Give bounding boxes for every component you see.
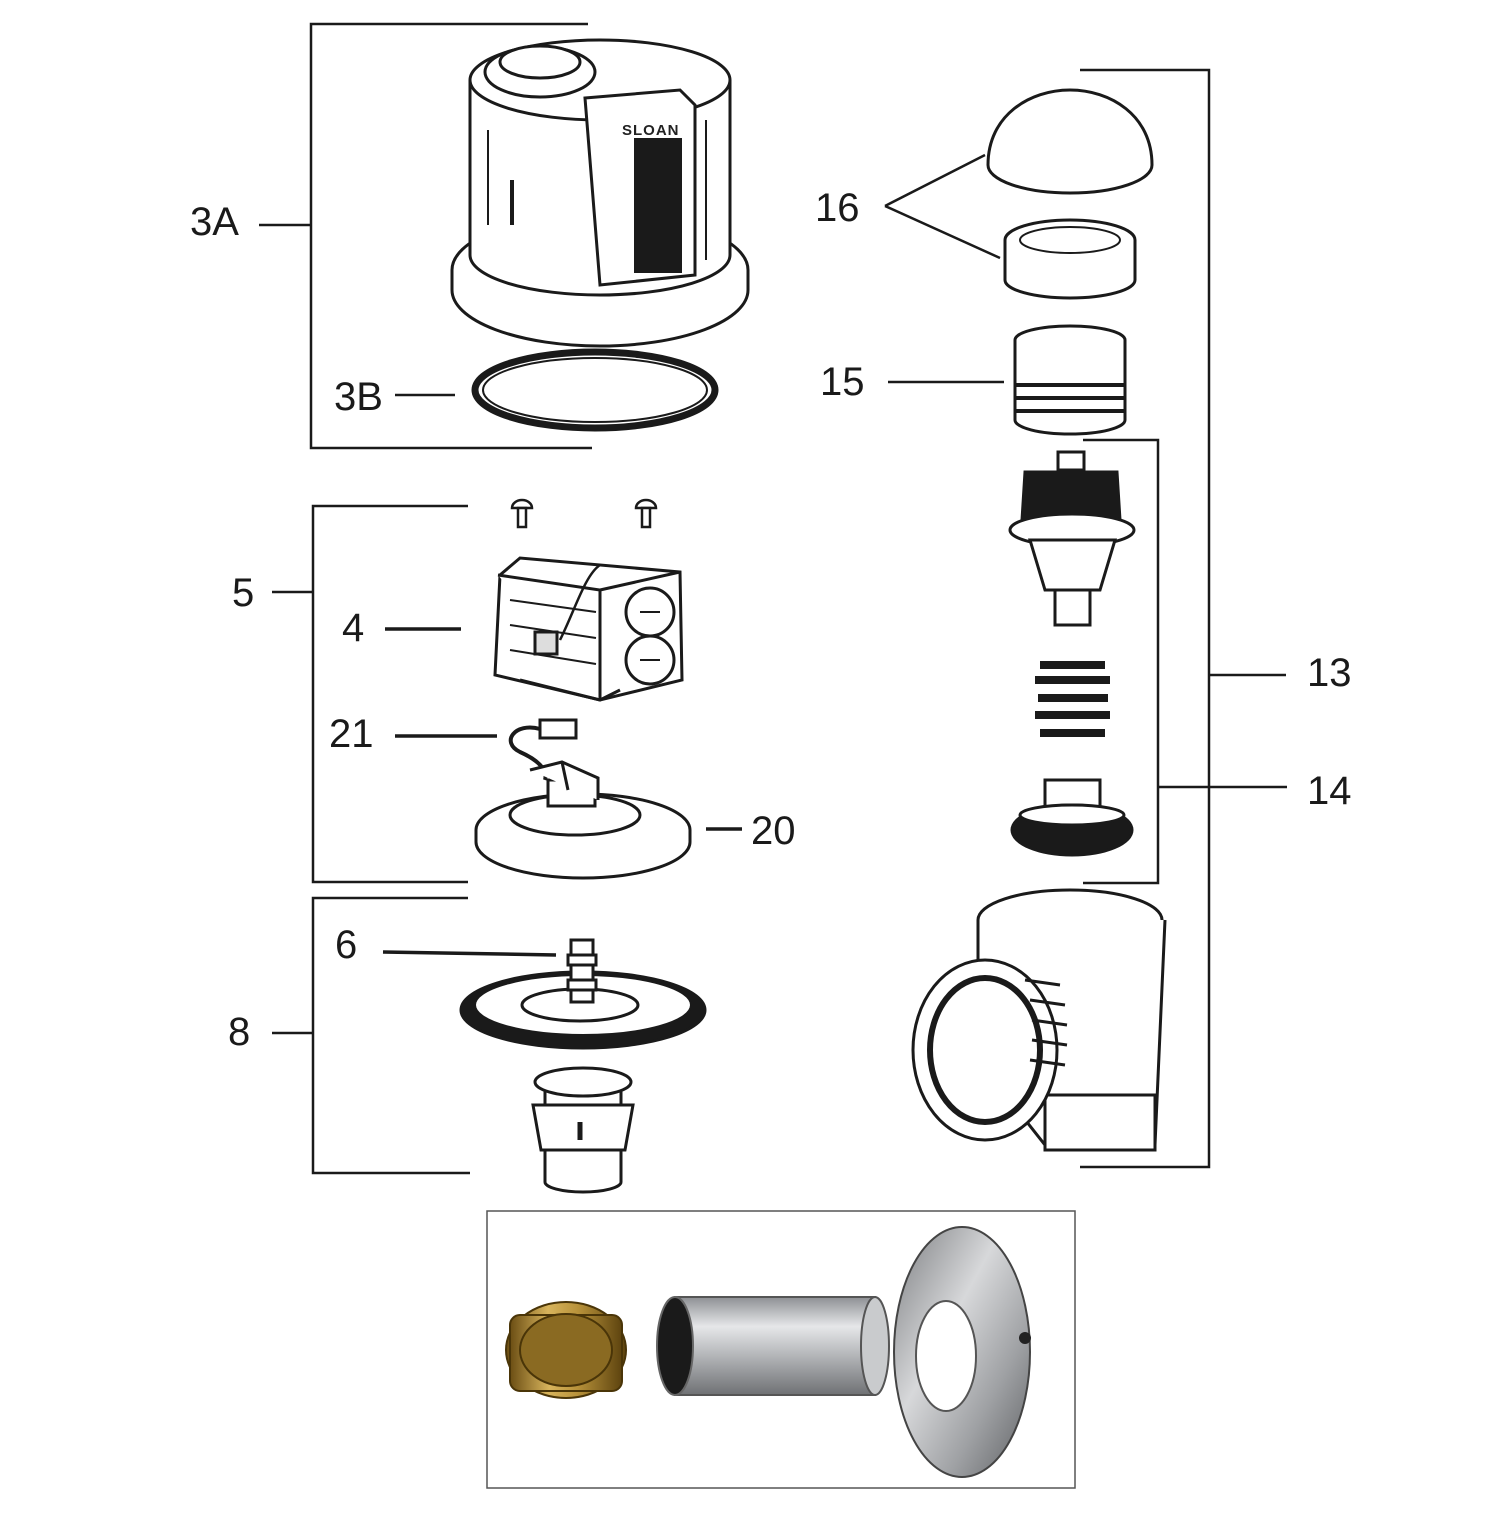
- part-16-cap: [986, 88, 1154, 300]
- part-20-plate: [474, 760, 692, 880]
- part-3a-cover: [450, 38, 750, 348]
- bracket-14: [1083, 438, 1160, 885]
- supply-kit-inset: [486, 1210, 1076, 1489]
- brand-label: SLOAN: [622, 122, 680, 139]
- thick-leaders: [382, 627, 742, 957]
- leader-16b: [884, 204, 1001, 260]
- bracket-8: [311, 896, 470, 1175]
- part-4-module: [493, 556, 684, 702]
- part-15-bonnet: [1013, 324, 1127, 436]
- callout-21: 21: [329, 712, 374, 756]
- part-3b-ring: [471, 348, 719, 432]
- part-screws: [510, 498, 658, 529]
- callout-3b: 3B: [334, 375, 383, 419]
- callout-15: 15: [820, 360, 865, 404]
- part-14-cartridge: [1008, 450, 1136, 857]
- callout-16: 16: [815, 186, 860, 230]
- part-13-valve-body: [911, 888, 1167, 1152]
- wall-flange: [893, 1226, 1031, 1478]
- bracket-5: [311, 504, 468, 884]
- leader-6: [382, 950, 557, 957]
- leader-16a: [884, 153, 986, 208]
- bracket-lines: [259, 22, 1287, 1175]
- chrome-tube: [656, 1296, 890, 1396]
- callout-20: 20: [751, 809, 796, 853]
- bracket-13: [1080, 68, 1211, 1169]
- part-8-diaphragm: [459, 938, 707, 1194]
- callout-13: 13: [1307, 651, 1352, 695]
- bracket-3a: [309, 22, 592, 450]
- callout-5: 5: [232, 571, 255, 615]
- callout-4: 4: [342, 606, 365, 650]
- callout-6: 6: [335, 923, 358, 967]
- callout-14: 14: [1307, 769, 1352, 813]
- callout-3a: 3A: [190, 200, 239, 244]
- brass-nipple: [505, 1301, 627, 1399]
- callout-8: 8: [228, 1010, 251, 1054]
